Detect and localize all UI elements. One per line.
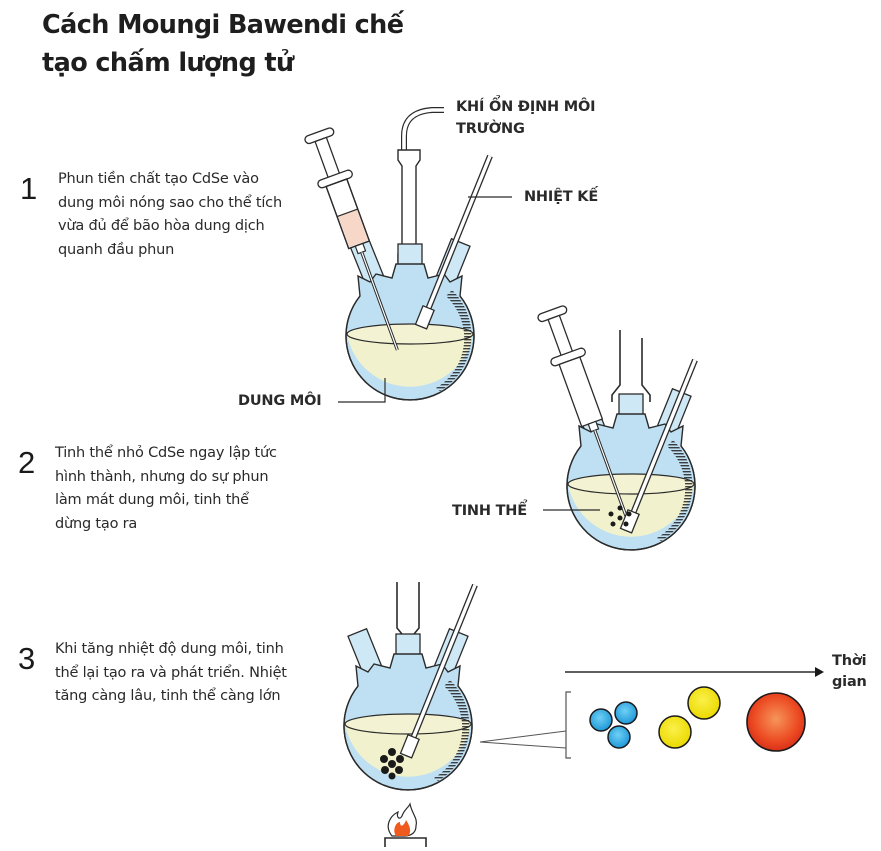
burner-stand-icon: [384, 837, 427, 847]
time-axis-label: Thời gian: [832, 653, 867, 690]
step-3-number: 3: [18, 641, 36, 676]
flask-step-2: [532, 302, 700, 551]
flame-icon: [387, 802, 417, 837]
flask-step-3: [343, 582, 571, 847]
large-nanocrystals: [746, 692, 806, 752]
precursor-liquid: [338, 209, 369, 248]
large-dot: [746, 692, 806, 752]
small-dot: [614, 701, 638, 725]
page-title: Cách Moungi Bawendi chế tạo chấm lượng t…: [42, 10, 404, 78]
small-dot: [607, 725, 631, 749]
flask-step-1: [299, 107, 512, 403]
syringe-icon: [299, 124, 416, 358]
small-dot: [589, 708, 613, 732]
medium-dot: [658, 715, 692, 749]
small-nanocrystals: [589, 701, 638, 749]
thermometer-label: NHIỆT KẾ: [524, 189, 599, 205]
crystals-label: TINH THỂ: [452, 503, 527, 519]
crystal-nuclei: [608, 505, 632, 527]
step-2-number: 2: [18, 445, 36, 480]
step-3-text: Khi tăng nhiệt độ dung môi, tinh thể lại…: [55, 641, 287, 705]
medium-dot: [687, 686, 721, 720]
medium-nanocrystals: [658, 686, 721, 749]
step-1-number: 1: [20, 171, 38, 206]
step-2-text: Tinh thể nhỏ CdSe ngay lập tức hình thàn…: [55, 445, 277, 532]
gas-label: KHÍ ỔN ĐỊNH MÔI TRƯỜNG: [456, 99, 596, 137]
step-1-text: Phun tiền chất tạo CdSe vào dung môi nón…: [58, 171, 282, 258]
solvent-label: DUNG MÔI: [238, 393, 322, 409]
time-arrow-icon: [565, 667, 824, 677]
growing-crystals: [380, 748, 404, 780]
